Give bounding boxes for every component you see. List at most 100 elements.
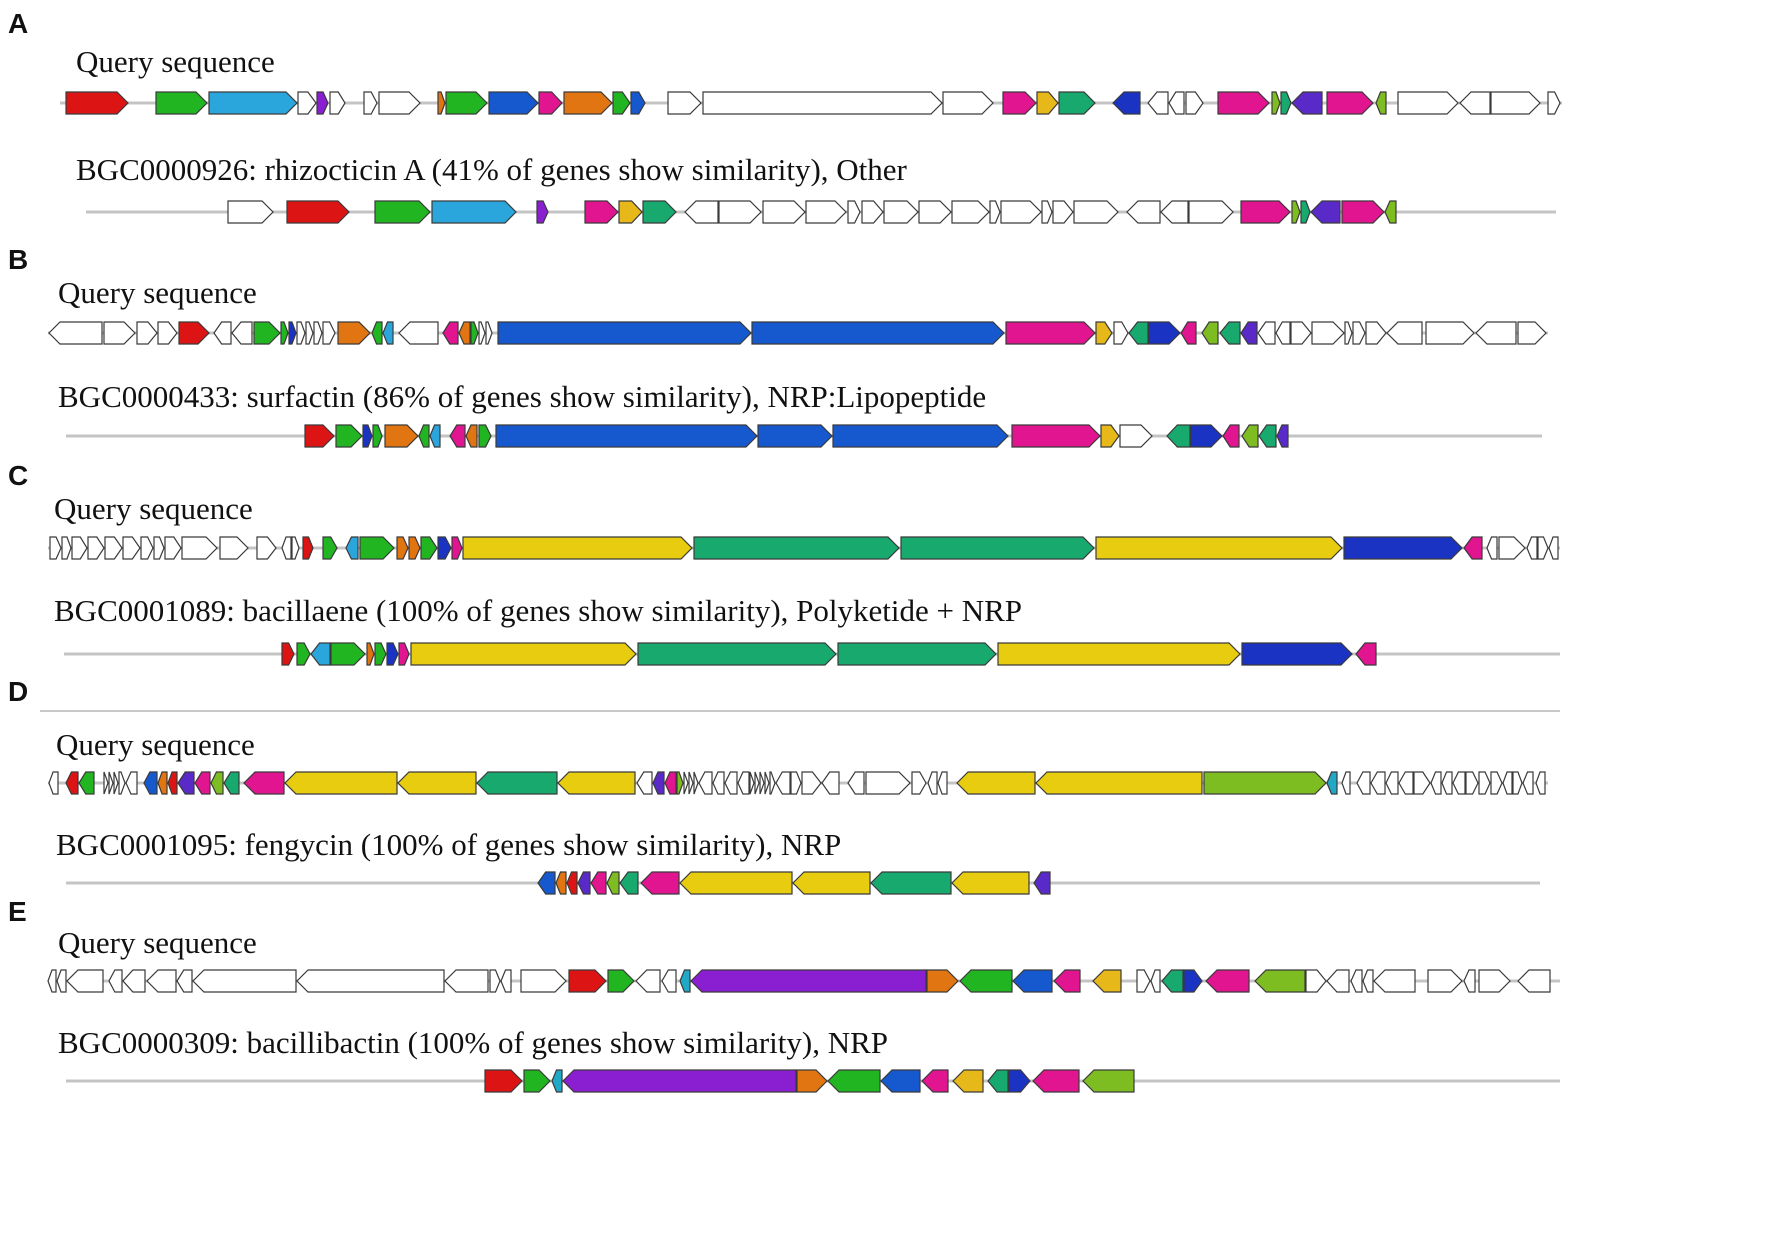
query-gene-arrow-e-22: [1053, 969, 1081, 993]
query-gene-arrow-c-0: [49, 536, 62, 560]
query-gene-arrow-c-8: [164, 536, 182, 560]
query-gene-arrow-b-21: [478, 321, 486, 345]
reference-gene-arrow-b-15: [1119, 424, 1153, 448]
query-gene-arrow-d-60: [1490, 771, 1503, 795]
panel-letter-e: E: [8, 896, 27, 927]
reference-gene-arrow-e-0: [484, 1069, 523, 1093]
query-gene-arrow-d-1: [65, 771, 79, 795]
query-gene-arrow-d-12: [194, 771, 211, 795]
query-gene-arrow-b-3: [157, 321, 178, 345]
query-gene-arrow-d-11: [177, 771, 195, 795]
query-gene-arrow-a-0: [65, 91, 129, 115]
reference-gene-arrow-c-13: [1355, 642, 1377, 666]
reference-gene-arrow-a-5: [584, 200, 619, 224]
reference-gene-arrow-a-8: [684, 200, 719, 224]
query-gene-arrow-c-20: [420, 536, 438, 560]
query-gene-arrow-e-18: [690, 969, 927, 993]
reference-gene-arrow-b-7: [449, 424, 466, 448]
query-gene-arrow-a-14: [630, 91, 646, 115]
query-gene-arrow-c-27: [1343, 536, 1463, 560]
query-gene-arrow-d-5: [113, 771, 119, 795]
query-gene-arrow-e-19: [926, 969, 959, 993]
reference-gene-arrow-b-9: [478, 424, 492, 448]
reference-gene-arrow-e-9: [987, 1069, 1009, 1093]
query-gene-arrow-e-16: [661, 969, 677, 993]
reference-gene-arrow-b-10: [495, 424, 758, 448]
query-gene-arrow-d-41: [865, 771, 911, 795]
reference-gene-arrow-a-9: [718, 200, 762, 224]
reference-gene-arrow-b-16: [1166, 424, 1191, 448]
query-gene-arrow-b-7: [253, 321, 281, 345]
query-gene-arrow-c-9: [181, 536, 218, 560]
query-gene-arrow-d-31: [749, 771, 755, 795]
query-gene-arrow-d-22: [664, 771, 677, 795]
query-gene-arrow-e-38: [1517, 969, 1551, 993]
query-gene-arrow-b-33: [1240, 321, 1258, 345]
query-gene-arrow-b-18: [442, 321, 459, 345]
query-gene-arrow-d-59: [1478, 771, 1491, 795]
query-gene-arrow-a-34: [1547, 91, 1561, 115]
query-gene-arrow-d-44: [937, 771, 948, 795]
reference-gene-arrow-d-1: [555, 871, 567, 895]
reference-gene-arrow-c-3: [330, 642, 366, 666]
query-gene-arrow-a-32: [1459, 91, 1491, 115]
query-gene-arrow-c-10: [219, 536, 249, 560]
query-gene-arrow-e-11: [500, 969, 512, 993]
panel-letter-d: D: [8, 676, 29, 707]
query-gene-arrow-d-10: [167, 771, 178, 795]
reference-gene-arrow-b-14: [1100, 424, 1120, 448]
query-gene-arrow-d-15: [243, 771, 285, 795]
query-gene-arrow-d-34: [764, 771, 770, 795]
query-gene-arrow-e-34: [1373, 969, 1416, 993]
query-gene-arrow-a-23: [1168, 91, 1185, 115]
query-gene-arrow-a-10: [488, 91, 539, 115]
query-gene-arrow-b-24: [751, 321, 1005, 345]
query-gene-arrow-d-35: [769, 771, 776, 795]
query-gene-arrow-e-28: [1205, 969, 1250, 993]
query-gene-arrow-e-17: [679, 969, 691, 993]
query-gene-arrow-d-50: [1356, 771, 1371, 795]
reference-gene-arrow-a-30: [1384, 200, 1397, 224]
reference-label-d: BGC0001095: fengycin (100% of genes show…: [56, 827, 842, 862]
query-label-a: Query sequence: [76, 44, 275, 79]
reference-gene-arrow-a-17: [989, 200, 1001, 224]
query-gene-arrow-e-21: [1012, 969, 1053, 993]
query-gene-arrow-d-54: [1413, 771, 1431, 795]
query-gene-arrow-a-6: [363, 91, 378, 115]
query-gene-arrow-b-2: [136, 321, 158, 345]
query-gene-arrow-c-18: [396, 536, 409, 560]
query-gene-arrow-d-55: [1430, 771, 1442, 795]
query-gene-arrow-d-48: [1326, 771, 1338, 795]
reference-gene-arrow-a-21: [1073, 200, 1119, 224]
query-gene-arrow-b-41: [1386, 321, 1423, 345]
query-gene-arrow-b-29: [1148, 321, 1181, 345]
query-gene-arrow-d-62: [1512, 771, 1523, 795]
query-gene-arrow-c-13: [291, 536, 300, 560]
reference-gene-arrow-c-2: [310, 642, 331, 666]
query-gene-arrow-e-13: [568, 969, 607, 993]
reference-gene-arrow-a-16: [951, 200, 990, 224]
query-gene-arrow-a-16: [702, 91, 943, 115]
query-gene-arrow-d-36: [775, 771, 791, 795]
query-gene-arrow-b-20: [470, 321, 479, 345]
query-gene-arrow-b-38: [1344, 321, 1353, 345]
query-gene-arrow-c-6: [140, 536, 154, 560]
query-gene-arrow-d-20: [636, 771, 653, 795]
query-gene-arrow-b-22: [485, 321, 493, 345]
panel-letter-a: A: [8, 8, 29, 39]
query-gene-arrow-a-2: [208, 91, 298, 115]
query-gene-arrow-c-19: [408, 536, 421, 560]
query-gene-arrow-c-23: [462, 536, 693, 560]
query-gene-arrow-b-34: [1257, 321, 1276, 345]
query-gene-arrow-b-35: [1275, 321, 1291, 345]
reference-label-c: BGC0001089: bacillaene (100% of genes sh…: [54, 593, 1023, 628]
reference-gene-arrow-a-18: [1000, 200, 1042, 224]
query-gene-arrow-c-7: [153, 536, 165, 560]
query-gene-arrow-c-24: [693, 536, 900, 560]
reference-gene-arrow-a-22: [1126, 200, 1161, 224]
query-gene-arrow-b-43: [1475, 321, 1517, 345]
query-gene-arrow-d-42: [911, 771, 927, 795]
reference-gene-arrow-e-5: [827, 1069, 881, 1093]
